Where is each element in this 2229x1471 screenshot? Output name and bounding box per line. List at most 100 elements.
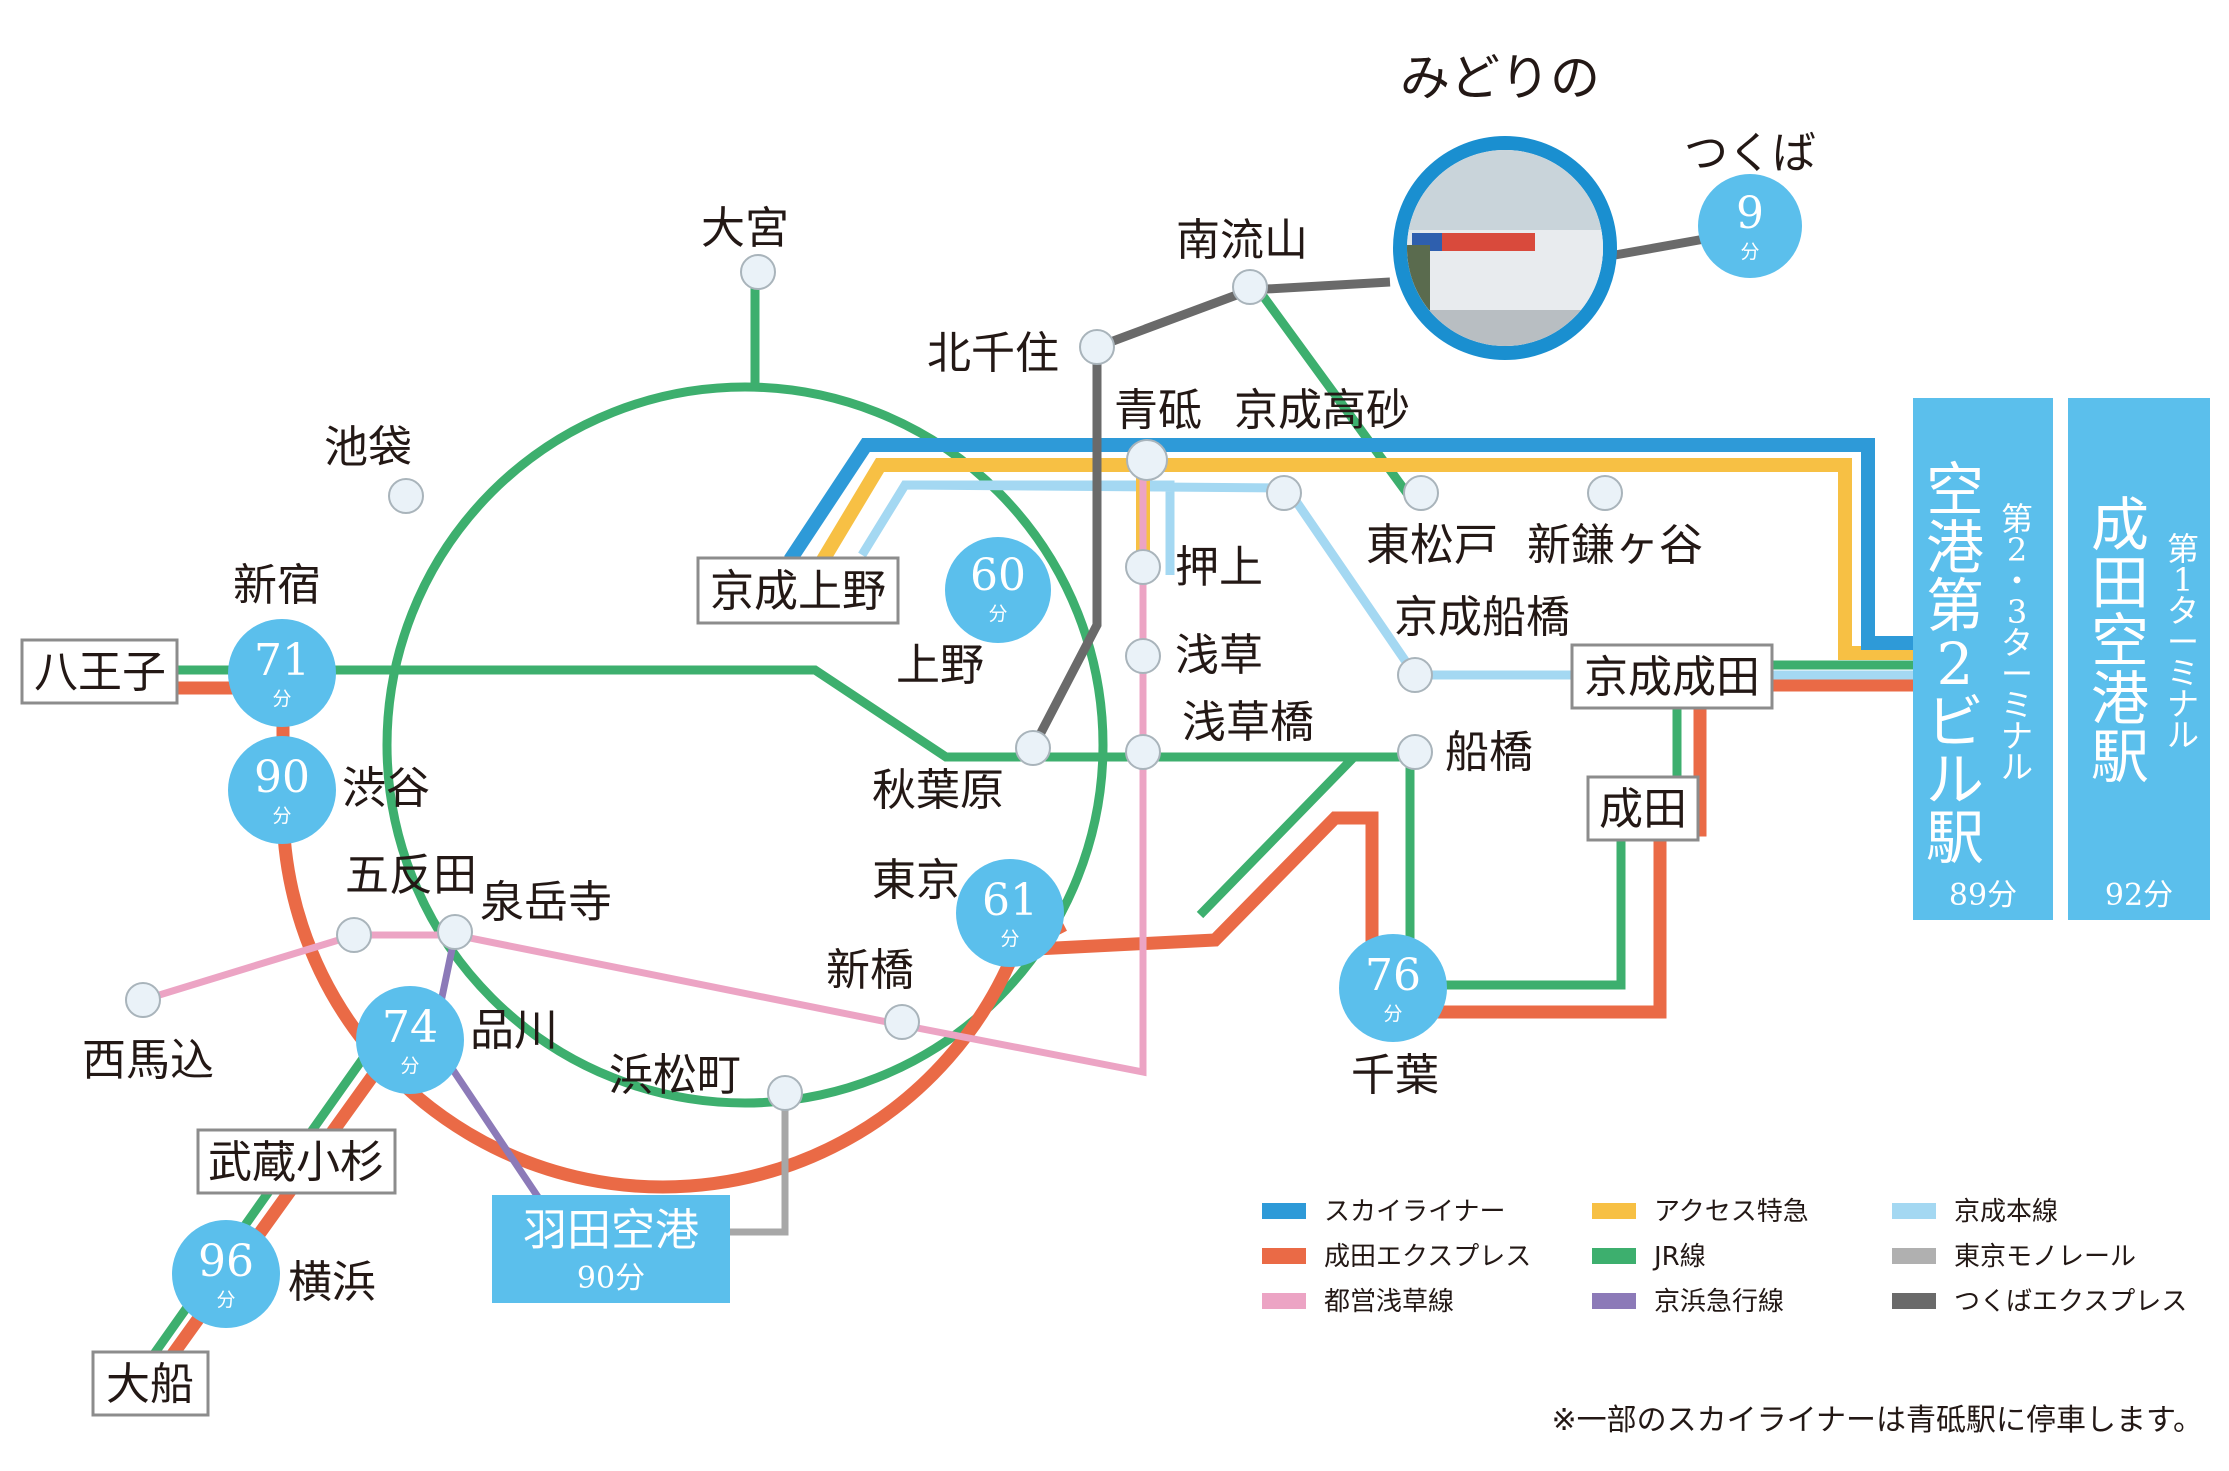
- svg-text:武蔵小杉: 武蔵小杉: [208, 1137, 384, 1188]
- airport-char: 空: [1926, 456, 1984, 524]
- label-nishimagome: 西馬込: [82, 1035, 214, 1086]
- station-box-hachioji[interactable]: 八王子: [20, 638, 179, 705]
- time-circle-tokyo[interactable]: 61 分: [956, 859, 1064, 967]
- legend-swatch: [1592, 1248, 1636, 1264]
- svg-text:61: 61: [982, 875, 1038, 926]
- station-dot-asakusa[interactable]: [1125, 638, 1161, 674]
- title-midorino: みどりの: [1400, 49, 1600, 107]
- station-dot-omiya[interactable]: [740, 254, 776, 290]
- station-dot-keisei-takasago[interactable]: [1266, 475, 1302, 511]
- station-dot-keisei-funabashi[interactable]: [1397, 657, 1433, 693]
- airport-char: 駅: [2091, 723, 2149, 791]
- airport-char: 2: [1937, 630, 1974, 698]
- time-circle-shibuya[interactable]: 90 分: [228, 736, 336, 844]
- svg-text:分: 分: [988, 603, 1007, 625]
- station-dot-shinkamagaya[interactable]: [1587, 475, 1623, 511]
- station-dot-shimbashi[interactable]: [884, 1004, 920, 1040]
- label-sengakuji: 泉岳寺: [480, 877, 612, 928]
- airport-char: 港: [2091, 665, 2149, 733]
- footnote: ※一部のスカイライナーは青砥駅に停車します。: [1551, 1403, 2203, 1438]
- time-circle-chiba[interactable]: 76 分: [1339, 934, 1447, 1042]
- jr-yamanote-loop: [382, 382, 1108, 1108]
- label-aoto: 青砥: [1114, 385, 1202, 436]
- label-funabashi: 船橋: [1445, 727, 1533, 778]
- time-circle-shinjuku[interactable]: 71 分: [228, 619, 336, 727]
- legend-label: 京成本線: [1954, 1197, 2058, 1227]
- svg-text:9: 9: [1736, 188, 1764, 239]
- legend-swatch: [1262, 1248, 1306, 1264]
- station-dot-asakusabashi[interactable]: [1125, 734, 1161, 770]
- label-asakusa: 浅草: [1175, 630, 1263, 681]
- station-box-narita[interactable]: 成田: [1586, 775, 1700, 842]
- station-box-musashikosugi[interactable]: 武蔵小杉: [196, 1128, 397, 1195]
- label-shinjuku: 新宿: [233, 560, 321, 611]
- legend-label: アクセス特急: [1654, 1197, 1809, 1227]
- legend-label: つくばエクスプレス: [1954, 1287, 2187, 1317]
- label-gotanda: 五反田: [345, 850, 477, 901]
- station-box-ofuna[interactable]: 大船: [91, 1350, 210, 1417]
- station-dot-minaminagareyama[interactable]: [1232, 269, 1268, 305]
- svg-text:成田: 成田: [1599, 784, 1687, 835]
- svg-text:羽田空港: 羽田空港: [523, 1205, 699, 1256]
- legend-label: 成田エクスプレス: [1324, 1242, 1531, 1272]
- svg-text:京成上野: 京成上野: [710, 566, 886, 617]
- legend-label: JR線: [1652, 1242, 1706, 1272]
- station-dot-funabashi[interactable]: [1397, 734, 1433, 770]
- label-asakusabashi: 浅草橋: [1182, 697, 1314, 748]
- label-akihabara: 秋葉原: [872, 765, 1004, 816]
- time-circle-tsukuba[interactable]: 9 分: [1698, 174, 1802, 278]
- skyliner-line: [784, 438, 1945, 650]
- midorino-station-photo: [1393, 136, 1617, 360]
- label-ikebukuro: 池袋: [324, 422, 412, 473]
- station-dot-akihabara[interactable]: [1015, 730, 1051, 766]
- legend-swatch: [1892, 1203, 1936, 1219]
- airport-char: 1: [2173, 561, 2193, 599]
- label-omiya: 大宮: [701, 203, 789, 254]
- legend-swatch: [1892, 1293, 1936, 1309]
- station-box-keisei-narita[interactable]: 京成成田: [1570, 643, 1774, 710]
- svg-text:八王子: 八王子: [34, 647, 166, 698]
- airport-char: ミ: [2167, 654, 2199, 692]
- svg-text:分: 分: [400, 1055, 419, 1077]
- station-dot-kitasenju[interactable]: [1079, 329, 1115, 365]
- station-dot-ikebukuro[interactable]: [388, 478, 424, 514]
- airport-char: 駅: [1926, 804, 1984, 872]
- airport-char: ナ: [2167, 685, 2199, 723]
- time-circle-yokohama[interactable]: 96 分: [172, 1220, 280, 1328]
- station-dot-nishimagome[interactable]: [125, 982, 161, 1018]
- svg-text:分: 分: [216, 1289, 235, 1311]
- legend-label: 京浜急行線: [1654, 1287, 1784, 1317]
- legend-label: 都営浅草線: [1324, 1287, 1454, 1317]
- svg-text:90分: 90分: [577, 1261, 645, 1296]
- airport-char: ミ: [2001, 686, 2033, 724]
- legend: スカイライナー成田エクスプレス都営浅草線アクセス特急JR線京浜急行線京成本線東京…: [1262, 1197, 2187, 1317]
- label-tokyo: 東京: [872, 855, 960, 906]
- station-dot-aoto[interactable]: [1126, 439, 1168, 481]
- legend-swatch: [1892, 1248, 1936, 1264]
- legend-swatch: [1592, 1293, 1636, 1309]
- station-dot-gotanda[interactable]: [336, 917, 372, 953]
- svg-text:76: 76: [1365, 950, 1421, 1001]
- station-box-keisei-ueno[interactable]: 京成上野: [696, 556, 900, 625]
- label-yokohama: 横浜: [288, 1257, 376, 1308]
- airport-char: タ: [2167, 592, 2199, 630]
- label-chiba: 千葉: [1351, 1050, 1439, 1101]
- svg-text:74: 74: [382, 1002, 438, 1053]
- airport-char: 港: [1926, 514, 1984, 582]
- airport-char: ー: [2167, 623, 2199, 661]
- station-dot-hamamatsucho[interactable]: [767, 1075, 803, 1111]
- station-dot-higashimatsudo[interactable]: [1403, 475, 1439, 511]
- airport-char: 第: [2167, 530, 2199, 568]
- label-higashimatsudo: 東松戸: [1366, 520, 1498, 571]
- svg-text:分: 分: [272, 805, 291, 827]
- svg-text:分: 分: [1383, 1003, 1402, 1025]
- station-dot-oshiage[interactable]: [1125, 549, 1161, 585]
- time-circle-ueno[interactable]: 60 分: [945, 537, 1051, 643]
- time-circle-shinagawa[interactable]: 74 分: [356, 986, 464, 1094]
- airport-char: 田: [2091, 549, 2149, 617]
- airport-box-haneda[interactable]: 羽田空港 90分: [492, 1195, 730, 1303]
- station-dot-sengakuji[interactable]: [437, 914, 473, 950]
